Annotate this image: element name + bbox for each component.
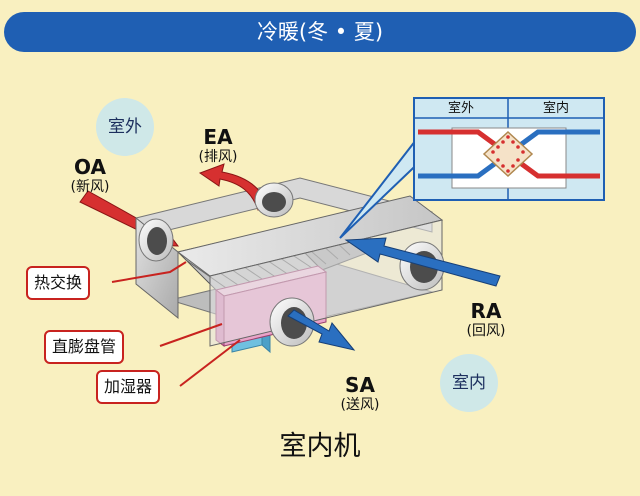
ea-arrow bbox=[198, 163, 269, 211]
inset-outdoor-label: 室外 bbox=[447, 101, 474, 116]
outdoor-zone-badge: 室外 bbox=[96, 98, 154, 156]
dx-coil-label: 直膨盘管 bbox=[52, 337, 117, 356]
inset-schematic bbox=[413, 97, 605, 201]
indoor-zone-label: 室内 bbox=[452, 373, 486, 393]
oa-label: OA (新风) bbox=[62, 156, 118, 196]
ea-duct-port bbox=[254, 182, 294, 218]
heat-exchanger-callout: 热交换 bbox=[26, 266, 91, 300]
oa-duct-port bbox=[138, 218, 174, 262]
heat-exchanger-label: 热交换 bbox=[34, 273, 83, 292]
oa-name: (新风) bbox=[70, 179, 110, 195]
indoor-zone-badge: 室内 bbox=[440, 354, 498, 412]
sa-label: SA (送风) bbox=[330, 374, 390, 414]
oa-code: OA bbox=[74, 155, 106, 179]
ea-code: EA bbox=[203, 125, 233, 149]
humidifier-label: 加湿器 bbox=[104, 377, 153, 396]
indoor-unit-title: 室内机 bbox=[279, 431, 361, 462]
inset-indoor-label: 室内 bbox=[542, 101, 569, 116]
ra-name: (回风) bbox=[466, 323, 506, 339]
ra-label: RA (回风) bbox=[456, 300, 516, 340]
banner-title: 冷暖(冬 • 夏) bbox=[256, 20, 384, 44]
ea-name: (排风) bbox=[198, 149, 238, 165]
sa-code: SA bbox=[345, 373, 375, 397]
humidifier-callout: 加湿器 bbox=[96, 370, 161, 404]
sa-name: (送风) bbox=[340, 397, 380, 413]
mode-banner: 冷暖(冬 • 夏) bbox=[4, 12, 636, 52]
ra-arrow bbox=[344, 237, 501, 287]
ea-label: EA (排风) bbox=[188, 126, 248, 166]
sa-arrow bbox=[287, 309, 356, 351]
ra-code: RA bbox=[470, 299, 502, 323]
dx-coil-callout: 直膨盘管 bbox=[44, 330, 125, 364]
callout-leaders bbox=[111, 261, 241, 387]
outdoor-zone-label: 室外 bbox=[108, 117, 142, 137]
